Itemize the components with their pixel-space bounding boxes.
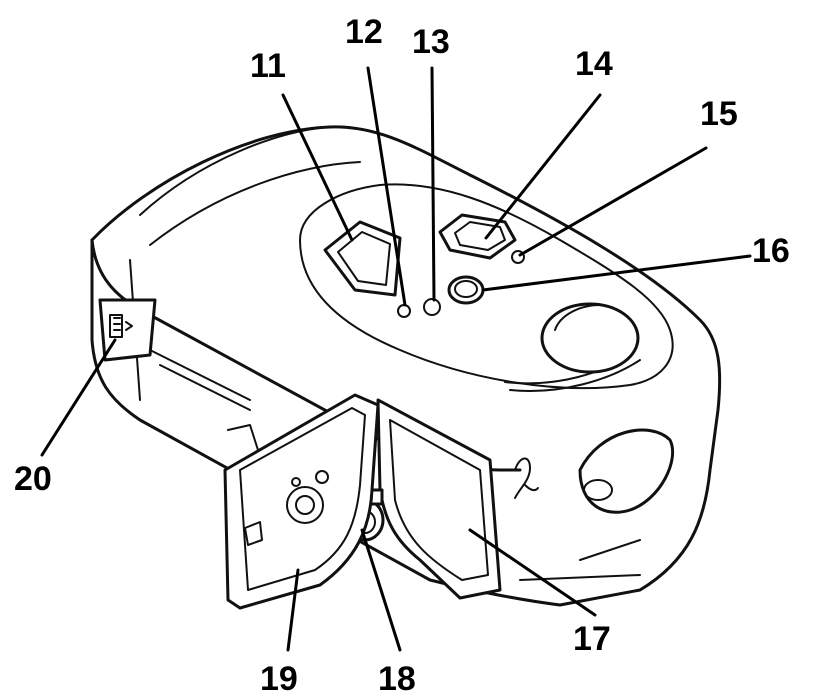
leader-13 <box>430 66 436 302</box>
indicator-light-12 <box>397 304 411 318</box>
strap-lug <box>578 428 675 514</box>
leader-16 <box>481 254 752 292</box>
callout-11: 11 <box>250 47 286 85</box>
indicator-light-13 <box>423 298 441 316</box>
battery-door <box>223 393 380 610</box>
side-logo <box>514 457 539 499</box>
callout-13: 13 <box>412 23 450 61</box>
leader-15 <box>518 146 708 257</box>
callout-20: 20 <box>14 460 52 498</box>
leader-18 <box>360 528 402 652</box>
battery-compartment <box>376 398 502 600</box>
side-latch <box>98 298 157 362</box>
callout-14: 14 <box>575 45 613 83</box>
callout-19: 19 <box>260 660 298 698</box>
leader-19 <box>286 568 300 652</box>
leader-14 <box>484 93 602 240</box>
lens-dome <box>540 302 640 374</box>
leader-11 <box>281 93 354 242</box>
callout-16: 16 <box>752 232 790 270</box>
callout-15: 15 <box>700 95 738 133</box>
leader-20 <box>40 338 117 457</box>
callout-12: 12 <box>345 13 383 51</box>
leader-17 <box>468 528 597 617</box>
callout-18: 18 <box>378 660 416 698</box>
leader-12 <box>366 66 407 307</box>
callout-17: 17 <box>573 620 611 658</box>
shutter-button <box>447 275 485 305</box>
